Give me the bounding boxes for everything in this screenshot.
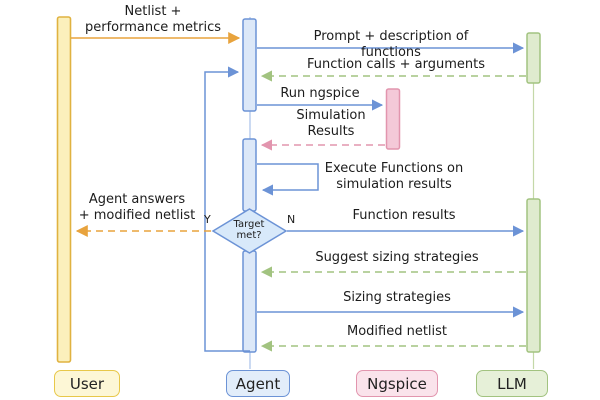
- message-label-simulation-results: Simulation Results: [296, 108, 366, 139]
- ngspice-activation-bar: [385, 88, 401, 150]
- actor-box-user: User: [54, 370, 120, 397]
- decision-diamond: [211, 208, 288, 254]
- message-label-run-ngspice: Run ngspice: [280, 86, 360, 101]
- agent-activation-bar-3: [242, 250, 257, 353]
- message-label-sizing-strategies: Sizing strategies: [343, 290, 451, 305]
- decision-no-label: N: [287, 213, 296, 226]
- user-activation-bar: [56, 16, 72, 363]
- message-label-function-results: Function results: [352, 208, 456, 223]
- arrow-execute-functions-self-loop: [257, 163, 319, 196]
- message-label-suggest-sizing: Suggest sizing strategies: [315, 250, 479, 265]
- loop-back-arrow: [204, 66, 250, 352]
- decision-question: Target met?: [233, 219, 265, 241]
- agent-activation-bar-2: [242, 138, 257, 212]
- message-label-execute-functions: Execute Functions on simulation results: [324, 161, 464, 192]
- message-label-prompt: Prompt + description of functions: [313, 29, 469, 60]
- agent-activation-bar-1: [242, 18, 257, 112]
- actor-box-llm: LLM: [476, 370, 548, 397]
- llm-activation-bar-2: [526, 198, 541, 353]
- message-label-function-calls: Function calls + arguments: [306, 57, 486, 72]
- actor-box-agent: Agent: [226, 370, 290, 397]
- message-label-agent-answers: Agent answers + modified netlist: [78, 192, 196, 223]
- decision-yes-label: Y: [204, 213, 211, 226]
- actor-box-ngspice: Ngspice: [356, 370, 438, 397]
- llm-activation-bar-1: [526, 32, 541, 84]
- message-label-modified-netlist: Modified netlist: [346, 324, 448, 339]
- message-label-netlist: Netlist + performance metrics: [84, 4, 222, 35]
